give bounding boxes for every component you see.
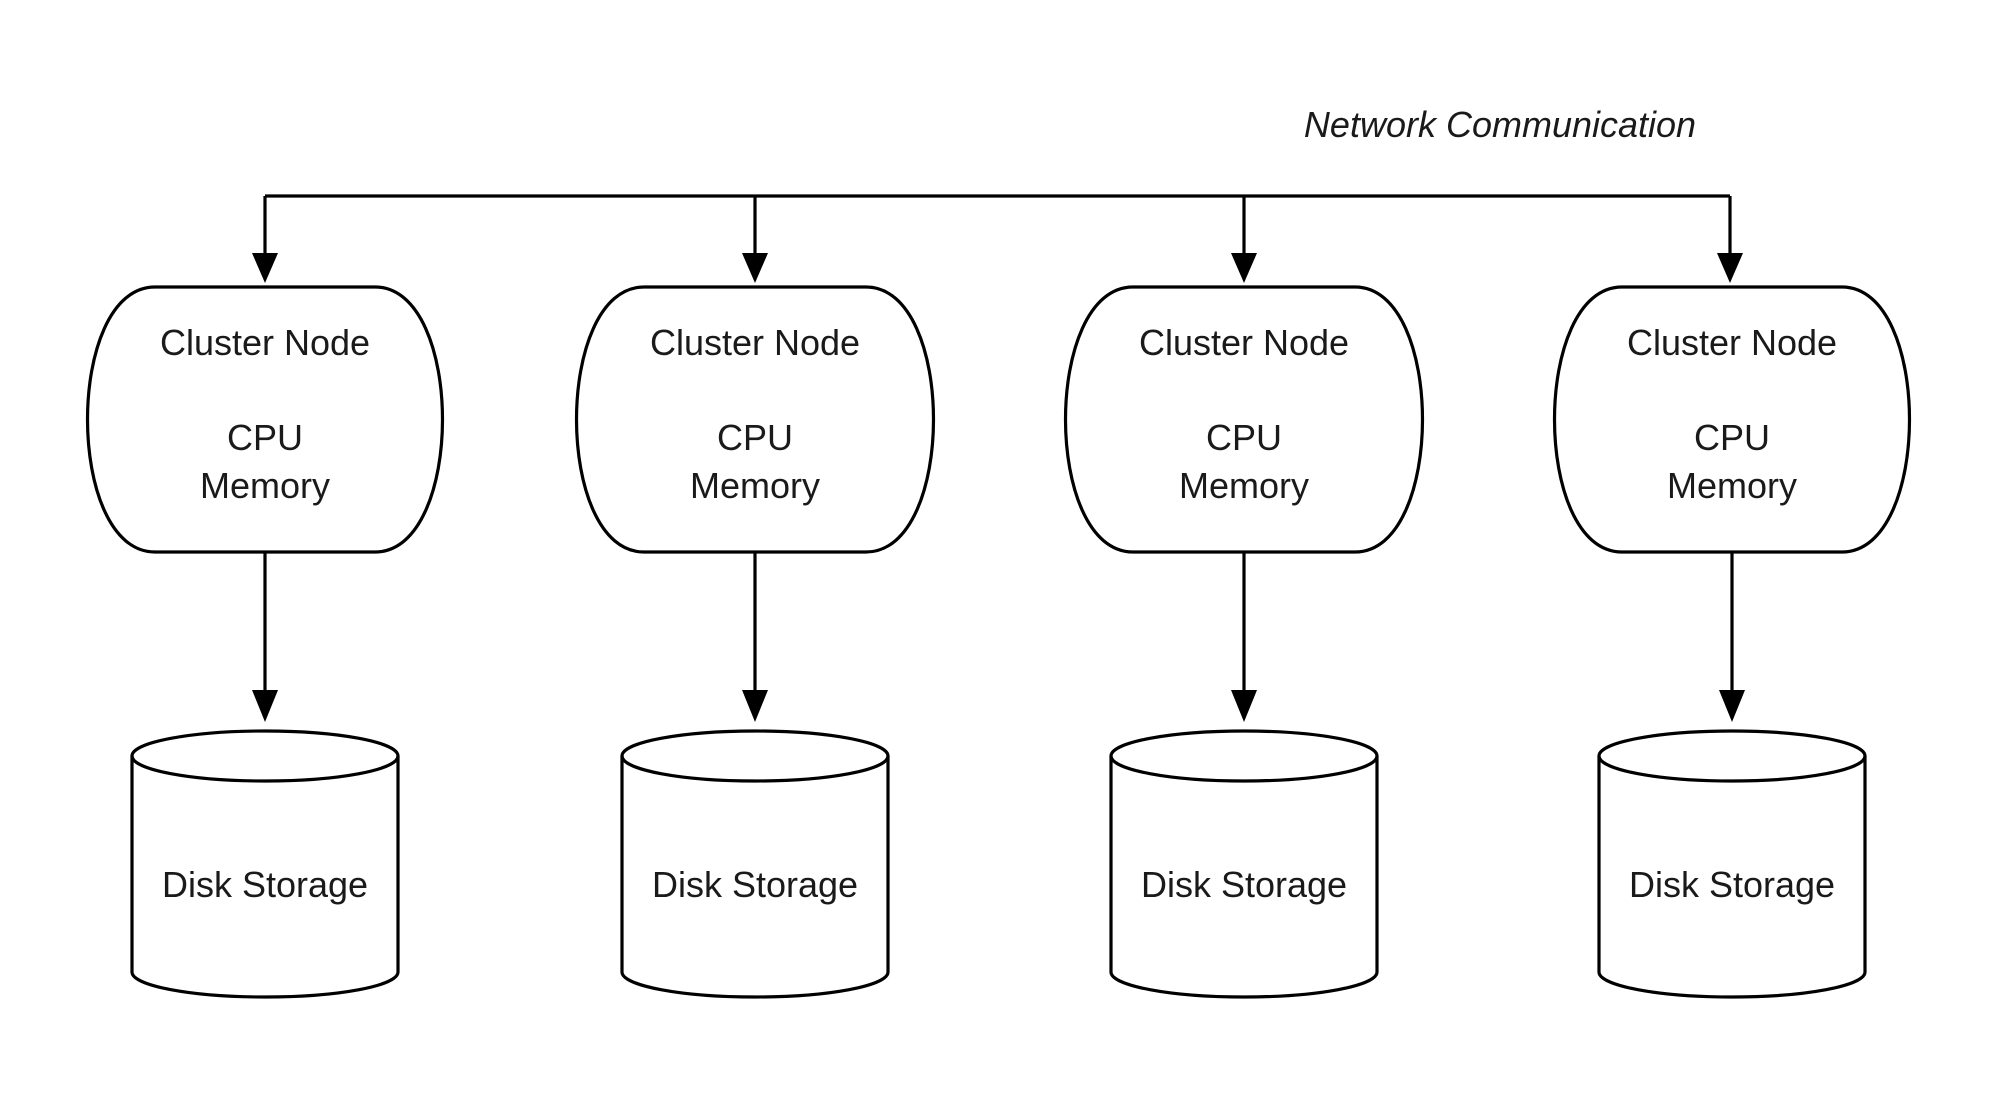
node-cpu: CPU [1694,417,1770,458]
node-memory: Memory [1179,465,1309,506]
cluster-node-1: Cluster Node CPU Memory [85,285,445,554]
disk-storage-1: Disk Storage [130,729,400,999]
disk-storage-2: Disk Storage [620,729,890,999]
node-1-storage-link [252,552,278,722]
node-3-storage-link [1231,552,1257,722]
node-title: Cluster Node [160,322,370,363]
network-label: Network Communication [1304,104,1696,145]
node-memory: Memory [690,465,820,506]
cluster-node-2: Cluster Node CPU Memory [574,285,936,554]
node-cpu: CPU [717,417,793,458]
disk-storage-label: Disk Storage [1141,864,1347,905]
node-2-storage-link [742,552,768,722]
node-title: Cluster Node [1139,322,1349,363]
disk-storage-label: Disk Storage [1629,864,1835,905]
node-title: Cluster Node [1627,322,1837,363]
cluster-node-3: Cluster Node CPU Memory [1063,285,1425,554]
node-cpu: CPU [227,417,303,458]
network-bus [252,194,1743,283]
node-memory: Memory [1667,465,1797,506]
cluster-node-4: Cluster Node CPU Memory [1552,285,1912,554]
disk-storage-3: Disk Storage [1109,729,1379,999]
node-title: Cluster Node [650,322,860,363]
node-cpu: CPU [1206,417,1282,458]
disk-storage-label: Disk Storage [652,864,858,905]
node-4-storage-link [1719,552,1745,722]
disk-storage-4: Disk Storage [1597,729,1867,999]
disk-storage-label: Disk Storage [162,864,368,905]
node-memory: Memory [200,465,330,506]
